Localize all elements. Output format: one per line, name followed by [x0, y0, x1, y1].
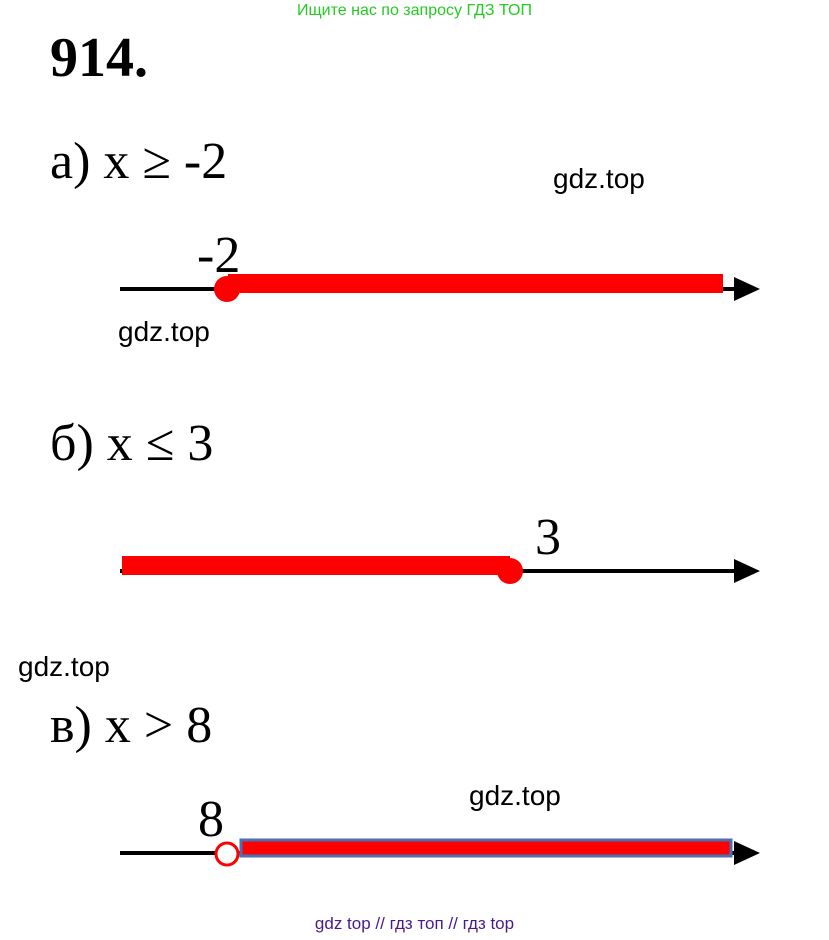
top-banner: Ищите нас по запросу ГДЗ ТОП: [297, 2, 532, 19]
solution-ray: [228, 274, 723, 293]
footer-links: gdz top // гдз топ // гдз top: [314, 914, 515, 933]
number-line-a: -2: [120, 227, 760, 302]
watermark: gdz.top: [553, 163, 645, 194]
point-marker-filled: [497, 558, 523, 584]
number-line-c: 8: [120, 791, 760, 867]
point-label: 8: [198, 791, 224, 848]
point-label: 3: [535, 509, 561, 566]
part-c-inequality: в) x > 8: [50, 697, 213, 754]
part-a-inequality: а) x ≥ -2: [50, 133, 228, 190]
axis-arrow: [734, 277, 760, 301]
problem-number: 914.: [50, 27, 148, 89]
watermark: gdz.top: [18, 651, 110, 682]
axis-arrow: [734, 559, 760, 583]
part-b-inequality: б) x ≤ 3: [50, 415, 214, 472]
number-line-b: 3: [120, 509, 760, 584]
point-label: -2: [197, 227, 240, 284]
solution-ray: [239, 838, 733, 858]
point-marker-open: [214, 841, 240, 867]
solution-ray: [122, 556, 510, 575]
watermark: gdz.top: [469, 780, 561, 811]
axis-arrow: [734, 841, 760, 865]
point-marker-filled: [214, 276, 240, 302]
watermark: gdz.top: [118, 316, 210, 347]
